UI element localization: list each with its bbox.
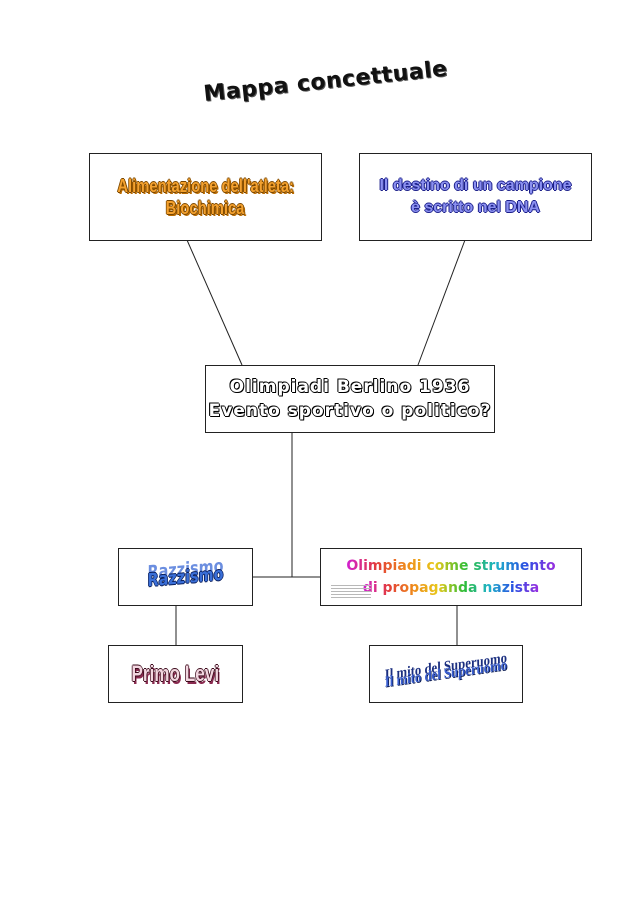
connector-alimentazione-olimpiadi <box>186 239 243 366</box>
node-razzismo-label: Razzismo <box>147 563 224 591</box>
node-propaganda: Olimpiadi come strumento di propaganda n… <box>320 548 582 606</box>
node-primo-levi-label: Primo Levi <box>131 661 220 686</box>
node-olimpiadi: Olimpiadi Berlino 1936 Evento sportivo o… <box>205 365 495 433</box>
node-propaganda-line1: Olimpiadi come strumento <box>346 555 555 577</box>
node-alimentazione-line2: Biochimica <box>166 198 245 218</box>
node-superuomo: Il mito del Superuomo <box>369 645 523 703</box>
node-olimpiadi-line2: Evento sportivo o politico? <box>208 401 492 421</box>
connector-destino-olimpiadi <box>417 239 466 366</box>
decorative-streaks <box>331 585 371 599</box>
node-superuomo-label: Il mito del Superuomo <box>384 656 508 691</box>
node-razzismo: Razzismo <box>118 548 253 606</box>
node-alimentazione: Alimentazione dell'atleta: Biochimica <box>89 153 322 241</box>
node-alimentazione-line1: Alimentazione dell'atleta: <box>117 176 294 196</box>
node-destino-line1: Il destino di un campione <box>379 177 572 194</box>
node-destino: Il destino di un campione è scritto nel … <box>359 153 592 241</box>
node-olimpiadi-line1: Olimpiadi Berlino 1936 <box>229 377 471 397</box>
node-destino-line2: è scritto nel DNA <box>411 199 540 216</box>
node-primo-levi: Primo Levi <box>108 645 243 703</box>
node-propaganda-line2: di propaganda nazista <box>363 577 539 599</box>
